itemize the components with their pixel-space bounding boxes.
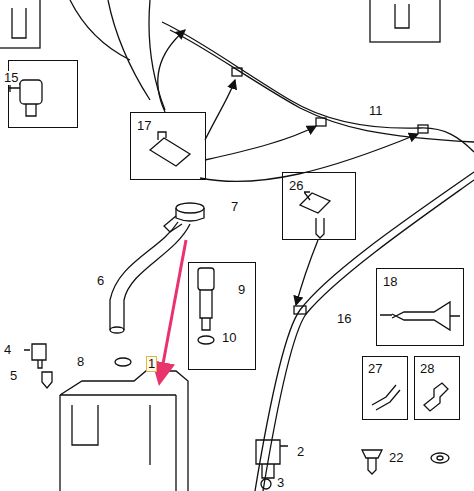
part-inset-box: 27 bbox=[362, 356, 408, 420]
callout-number: 8 bbox=[76, 355, 85, 369]
part-inset-box: 28 bbox=[414, 356, 460, 420]
callout-number: 6 bbox=[96, 274, 105, 288]
part-inset-box: 15 bbox=[8, 60, 78, 128]
callout-number: 11 bbox=[368, 104, 384, 118]
callout-number: 5 bbox=[9, 369, 18, 383]
part-inset-box: 17 bbox=[130, 112, 206, 180]
callout-number: 26 bbox=[288, 179, 304, 193]
part-inset-box: 9 10 bbox=[188, 262, 256, 370]
callout-number: 28 bbox=[419, 362, 435, 376]
callout-number: 22 bbox=[388, 451, 404, 465]
callout-number: 10 bbox=[221, 331, 237, 345]
callout-number: 7 bbox=[230, 200, 239, 214]
callout-number: 17 bbox=[136, 119, 152, 133]
callout-number: 15 bbox=[3, 71, 19, 85]
part-inset-box: 18 bbox=[376, 268, 464, 346]
callout-number: 27 bbox=[367, 362, 383, 376]
callout-number: 9 bbox=[237, 283, 246, 297]
callout-number: 1 bbox=[146, 356, 157, 372]
callout-number: 16 bbox=[336, 312, 352, 326]
callout-number: 18 bbox=[382, 275, 398, 289]
callout-number: 3 bbox=[276, 476, 285, 490]
part-inset-box: 26 bbox=[282, 172, 356, 240]
callout-number: 2 bbox=[296, 445, 305, 459]
callout-number: 4 bbox=[3, 343, 12, 357]
